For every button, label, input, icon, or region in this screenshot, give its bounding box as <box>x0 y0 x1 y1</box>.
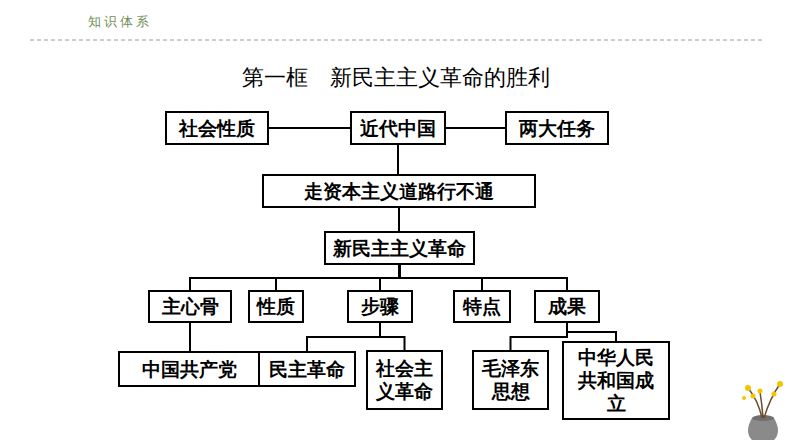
tree-connector <box>446 127 505 129</box>
concept-box: 走资本主义道路行不通 <box>262 174 536 208</box>
box-text: 毛泽东思想 <box>481 357 540 403</box>
concept-box: 社会性质 <box>165 111 269 145</box>
box-text: 特点 <box>463 295 501 318</box>
box-text: 中华人民共和国成立 <box>577 346 655 414</box>
box-text: 新民主主义革命 <box>333 237 466 260</box>
box-text: 走资本主义道路行不通 <box>304 180 494 203</box>
tree-connector <box>511 323 568 350</box>
concept-box: 毛泽东思想 <box>472 350 549 410</box>
concept-box: 性质 <box>248 290 304 323</box>
box-text: 中国共产党 <box>142 358 237 381</box>
box-text: 主心骨 <box>162 295 219 318</box>
box-text: 社会主义革命 <box>375 357 434 403</box>
diagram-title: 第一框 新民主主义革命的胜利 <box>242 63 550 93</box>
concept-box: 社会主义革命 <box>366 350 443 410</box>
header-rule <box>30 40 764 41</box>
concept-box: 中华人民共和国成立 <box>562 341 670 420</box>
concept-box: 主心骨 <box>148 290 232 323</box>
section-label: 知识体系 <box>88 13 152 31</box>
tree-connector <box>567 323 616 341</box>
tree-connector <box>400 265 568 290</box>
plant-ornament <box>742 381 783 440</box>
box-text: 性质 <box>257 295 295 318</box>
tree-connector <box>397 145 399 174</box>
box-text: 成果 <box>548 295 586 318</box>
tree-connector <box>269 127 350 129</box>
box-text: 民主革命 <box>269 358 345 381</box>
box-text: 近代中国 <box>360 117 436 140</box>
concept-box: 两大任务 <box>505 111 609 145</box>
concept-box: 特点 <box>453 290 511 323</box>
box-text: 步骤 <box>361 295 399 318</box>
concept-box: 新民主主义革命 <box>324 231 475 265</box>
tree-connector <box>380 265 400 290</box>
tree-connector <box>276 265 400 290</box>
tree-connector <box>189 323 191 351</box>
concept-box: 近代中国 <box>350 111 446 145</box>
tree-connector <box>307 323 380 351</box>
box-text: 社会性质 <box>179 117 255 140</box>
concept-box: 中国共产党 <box>118 351 260 387</box>
tree-connector <box>190 265 400 290</box>
tree-connector <box>398 208 400 231</box>
concept-box: 民主革命 <box>258 351 356 387</box>
concept-box: 步骤 <box>347 290 413 323</box>
box-text: 两大任务 <box>519 117 595 140</box>
concept-box: 成果 <box>534 290 600 323</box>
tree-connector <box>380 323 405 350</box>
